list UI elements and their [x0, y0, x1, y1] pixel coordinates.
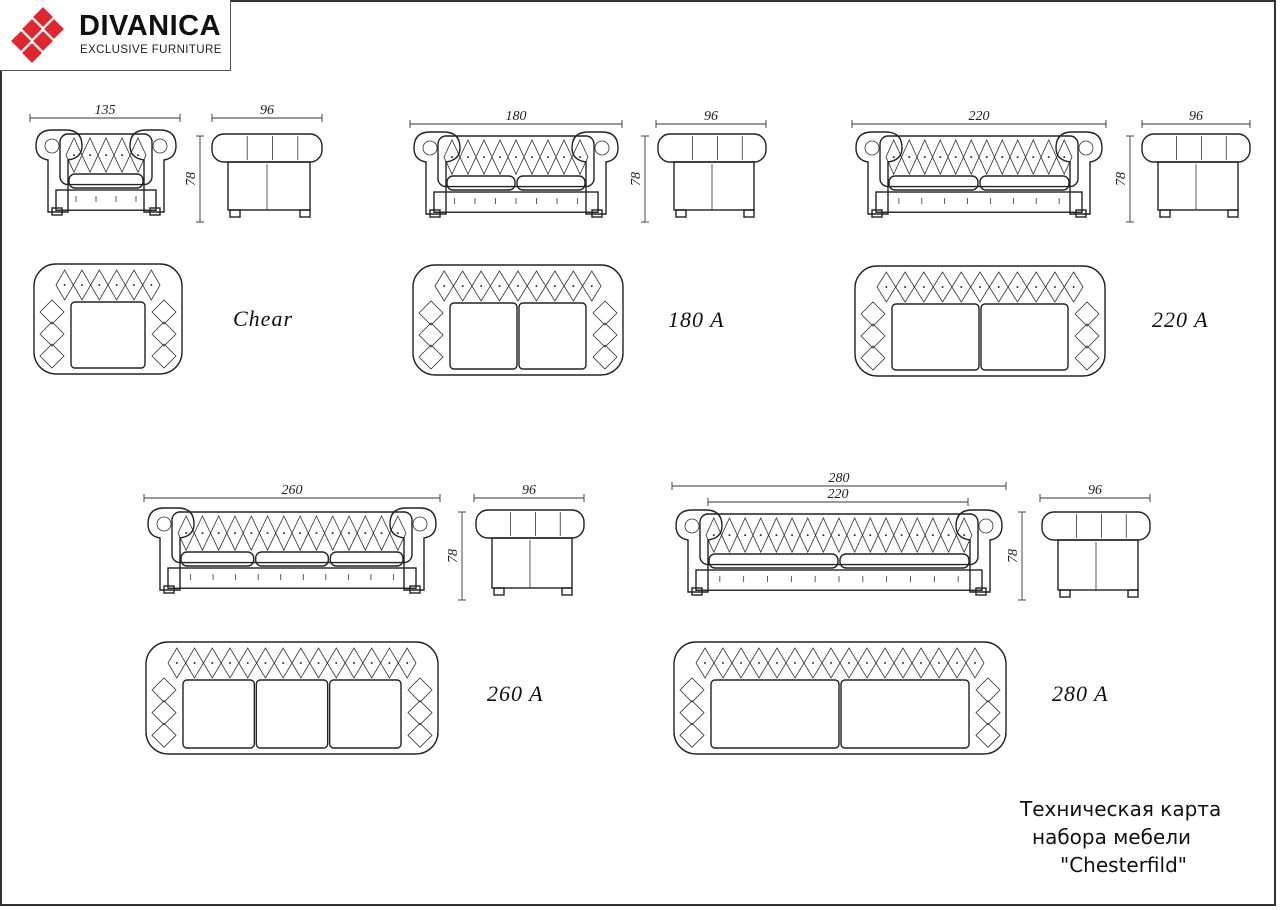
dim-height-180: 78 [629, 135, 649, 223]
dim-height-chear: 78 [184, 135, 204, 223]
top-view-260 [145, 641, 439, 755]
side-view-280 [1041, 511, 1151, 598]
front-view-180 [413, 131, 619, 218]
side-view-260 [475, 509, 585, 596]
dim-width-260: 260 [143, 483, 441, 502]
diamond-logo-icon [11, 7, 64, 63]
brand-tagline: EXCLUSIVE FURNITURE [80, 44, 222, 56]
side-view-180 [657, 133, 767, 218]
svg-text:78: 78 [1114, 172, 1129, 186]
front-view-chear [35, 129, 177, 216]
dim-width-280: 280 [671, 471, 1007, 490]
top-view-180 [412, 264, 624, 376]
dim-depth-280: 96 [1039, 483, 1151, 502]
top-view-280 [673, 641, 1007, 755]
caption-line-1: Техническая карта [1020, 797, 1222, 821]
svg-text:96: 96 [704, 109, 718, 124]
brand-logo: DIVANICA EXCLUSIVE FURNITURE [0, 0, 231, 71]
svg-text:78: 78 [446, 549, 461, 563]
top-view-220 [854, 265, 1106, 377]
svg-text:96: 96 [260, 103, 274, 118]
model-label-280: 280 A [1052, 681, 1109, 706]
svg-text:78: 78 [629, 172, 644, 186]
dim-depth-180: 96 [655, 109, 767, 128]
svg-text:220: 220 [969, 109, 990, 124]
dim-width-chear: 135 [29, 103, 181, 122]
caption-line-3: "Chesterfild" [1060, 853, 1187, 877]
dim-depth-220: 96 [1141, 109, 1251, 128]
svg-text:180: 180 [506, 109, 527, 124]
side-view-chear [211, 133, 323, 218]
brand-name: DIVANICA [79, 10, 222, 42]
svg-text:135: 135 [95, 103, 116, 118]
dim-height-260: 78 [446, 511, 466, 601]
front-view-220 [855, 131, 1103, 218]
front-view-280 [675, 509, 1003, 596]
dim-width-220: 220 [851, 109, 1107, 128]
svg-text:96: 96 [522, 483, 536, 498]
svg-text:78: 78 [1006, 549, 1021, 563]
model-label-260: 260 A [487, 681, 544, 706]
front-view-260 [147, 507, 437, 594]
dim-inner-width-280: 220 [707, 487, 969, 506]
caption-line-2: набора мебели [1032, 825, 1192, 849]
dim-height-280: 78 [1006, 511, 1026, 601]
caption: Техническая карта набора мебели "Chester… [1020, 795, 1250, 879]
svg-text:78: 78 [184, 172, 199, 186]
dim-height-220: 78 [1114, 135, 1134, 223]
svg-text:96: 96 [1189, 109, 1203, 124]
dim-depth-chear: 96 [211, 103, 323, 122]
svg-text:260: 260 [282, 483, 303, 498]
model-label-220: 220 A [1152, 307, 1209, 332]
top-view-chear [33, 263, 183, 375]
svg-text:280: 280 [829, 471, 850, 486]
side-view-220 [1141, 133, 1251, 218]
dim-depth-260: 96 [473, 483, 585, 502]
svg-text:220: 220 [828, 487, 849, 502]
model-label-180: 180 A [668, 307, 725, 332]
svg-text:96: 96 [1088, 483, 1102, 498]
model-label-chear: Chear [233, 306, 293, 331]
dim-width-180: 180 [409, 109, 623, 128]
